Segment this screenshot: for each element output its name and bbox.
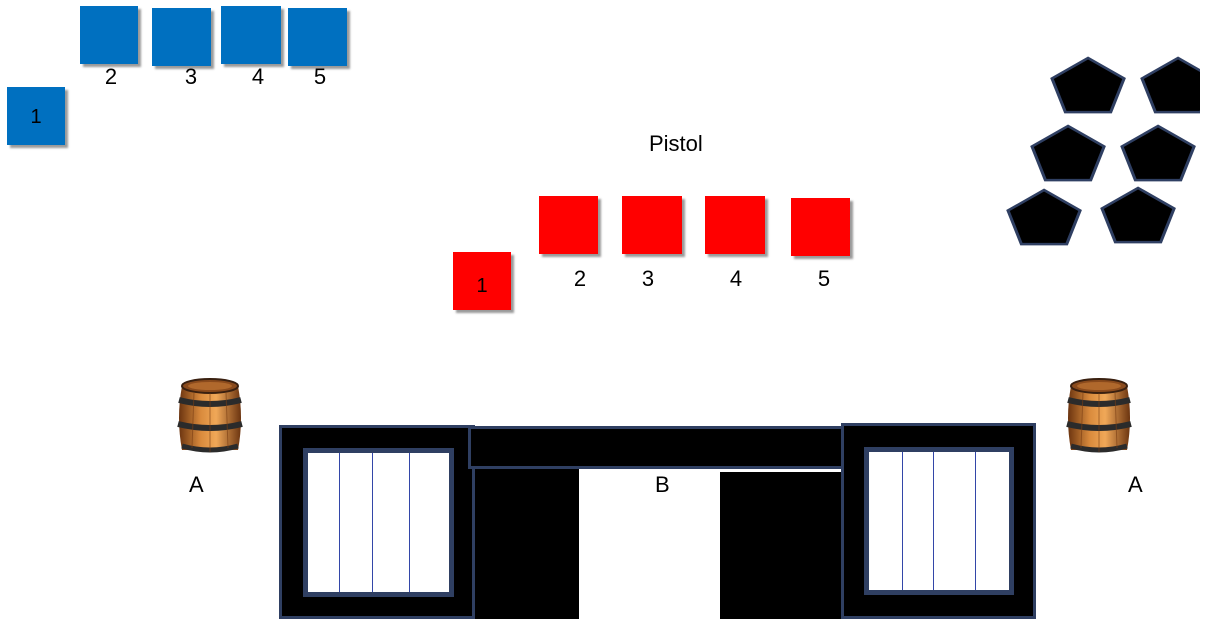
barrel-icon bbox=[1066, 378, 1132, 453]
blue-target-3-label: 3 bbox=[184, 64, 198, 89]
steel-targets bbox=[1006, 56, 1200, 246]
blue-target-1-label: 1 bbox=[30, 106, 42, 128]
barricade-top-beam bbox=[468, 426, 844, 469]
red-target-2 bbox=[539, 196, 598, 254]
pentagon-steel-icon bbox=[1100, 186, 1176, 244]
pentagon-steel-icon bbox=[1030, 124, 1106, 182]
blue-target-5-label: 5 bbox=[313, 64, 327, 89]
pistol-title: Pistol bbox=[649, 131, 703, 156]
blue-target-4-label: 4 bbox=[251, 64, 265, 89]
barricade-right-wall bbox=[841, 423, 1036, 619]
pentagon-steel-icon bbox=[1140, 56, 1200, 114]
barrel-icon bbox=[177, 378, 243, 453]
blue-target-1: 1 bbox=[7, 87, 65, 145]
blue-target-2 bbox=[80, 6, 138, 64]
right-barrel-label: A bbox=[1128, 472, 1143, 497]
blue-target-4 bbox=[221, 6, 281, 64]
red-target-3 bbox=[622, 196, 682, 254]
blue-target-2-label: 2 bbox=[104, 64, 118, 89]
barricade-right-post bbox=[720, 472, 841, 619]
red-target-3-label: 3 bbox=[641, 266, 655, 291]
pentagon-steel-icon bbox=[1006, 188, 1082, 246]
pentagon-steel-icon bbox=[1050, 56, 1126, 114]
barricade-left-wall bbox=[279, 425, 475, 619]
barricade-right-window bbox=[864, 447, 1014, 595]
blue-target-3 bbox=[152, 8, 211, 66]
red-target-1-label: 1 bbox=[476, 275, 488, 297]
barricade-left-window bbox=[303, 448, 454, 597]
left-barrel-label: A bbox=[189, 472, 204, 497]
red-target-4-label: 4 bbox=[729, 266, 743, 291]
red-target-2-label: 2 bbox=[573, 266, 587, 291]
red-target-5 bbox=[791, 198, 850, 256]
pentagon-steel-icon bbox=[1120, 124, 1196, 182]
red-target-5-label: 5 bbox=[817, 266, 831, 291]
blue-target-5 bbox=[288, 8, 347, 66]
barricade-left-post bbox=[475, 469, 579, 619]
red-target-1: 1 bbox=[453, 252, 511, 310]
red-target-4 bbox=[705, 196, 765, 254]
center-opening-label: B bbox=[655, 472, 670, 497]
